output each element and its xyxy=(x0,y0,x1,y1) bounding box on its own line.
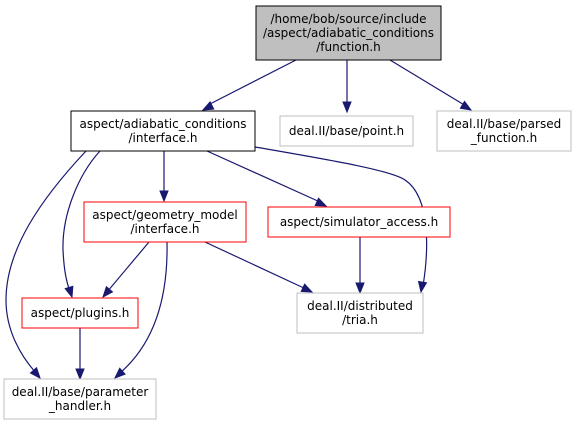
node-label-line: /tria.h xyxy=(342,313,378,327)
node-label-line: deal.II/distributed xyxy=(307,299,413,313)
edge-arrowhead xyxy=(342,101,352,114)
node-label-line: _function.h xyxy=(470,131,537,145)
node-tria-h[interactable]: deal.II/distributed/tria.h xyxy=(296,292,424,334)
node-label-line: /interface.h xyxy=(131,222,200,236)
node-box[interactable] xyxy=(3,378,157,420)
edge-function_h-to-ac_interface_h xyxy=(201,59,297,111)
edge-simulator_access_h-to-tria_h xyxy=(355,237,365,295)
edge-arrowhead xyxy=(300,283,314,293)
node-label-line: /function.h xyxy=(316,40,380,54)
node-label-line: aspect/adiabatic_conditions xyxy=(80,117,247,131)
edge-line xyxy=(204,241,307,290)
edge-function_h-to-point_h xyxy=(342,60,352,114)
node-label-line: aspect/plugins.h xyxy=(31,306,130,320)
edge-gm_interface_h-to-tria_h xyxy=(204,241,314,293)
edge-arrowhead xyxy=(114,367,126,379)
node-box[interactable] xyxy=(83,201,247,243)
edge-arrowhead xyxy=(75,368,85,381)
edge-plugins_h-to-parameter_handler_h xyxy=(75,328,85,381)
node-box[interactable] xyxy=(279,115,414,147)
node-label-line: aspect/simulator_access.h xyxy=(280,215,438,229)
edge-line xyxy=(5,150,87,374)
node-label-line: _handler.h xyxy=(48,399,111,413)
node-label-line: /aspect/adiabatic_conditions xyxy=(263,26,434,40)
node-point-h[interactable]: deal.II/base/point.h xyxy=(279,115,414,147)
edge-line xyxy=(207,59,297,106)
edges-layer xyxy=(5,59,473,381)
node-box[interactable] xyxy=(21,297,139,329)
nodes-layer: /home/bob/source/include/aspect/adiabati… xyxy=(3,5,572,420)
node-gm-interface-h[interactable]: aspect/geometry_model/interface.h xyxy=(83,201,247,243)
edge-gm_interface_h-to-parameter_handler_h xyxy=(114,241,168,379)
edge-arrowhead xyxy=(102,285,114,299)
node-label-line: deal.II/base/parameter xyxy=(12,385,149,399)
node-label-line: /home/bob/source/include xyxy=(270,12,426,26)
node-box[interactable] xyxy=(296,292,424,334)
node-plugins-h[interactable]: aspect/plugins.h xyxy=(21,297,139,329)
node-label-line: deal.II/base/parsed xyxy=(447,117,561,131)
edge-ac_interface_h-to-parameter_handler_h xyxy=(5,150,87,380)
edge-arrowhead xyxy=(64,285,74,299)
edge-arrowhead xyxy=(314,197,328,207)
node-box[interactable] xyxy=(267,206,451,238)
edge-arrowhead xyxy=(459,100,473,111)
edge-line xyxy=(206,150,321,203)
edge-ac_interface_h-to-plugins_h xyxy=(62,150,101,299)
edge-line xyxy=(106,241,150,293)
edge-line xyxy=(119,241,168,374)
edge-ac_interface_h-to-tria_h xyxy=(254,146,428,294)
node-ac-interface-h[interactable]: aspect/adiabatic_conditions/interface.h xyxy=(70,110,256,152)
node-box[interactable] xyxy=(436,110,572,152)
edge-ac_interface_h-to-gm_interface_h xyxy=(159,151,169,203)
node-label-line: /interface.h xyxy=(129,131,198,145)
edge-line xyxy=(62,150,101,293)
edge-ac_interface_h-to-simulator_access_h xyxy=(206,150,328,207)
edge-arrowhead xyxy=(355,282,365,295)
edge-line xyxy=(389,59,467,107)
edge-arrowhead xyxy=(159,190,169,203)
edge-arrowhead xyxy=(417,280,428,294)
node-label-line: deal.II/base/point.h xyxy=(289,124,404,138)
node-function-h[interactable]: /home/bob/source/include/aspect/adiabati… xyxy=(255,5,442,61)
edge-gm_interface_h-to-plugins_h xyxy=(102,241,150,299)
edge-line xyxy=(254,146,428,287)
edge-function_h-to-parsed_function_h xyxy=(389,59,473,111)
node-parameter-handler-h[interactable]: deal.II/base/parameter_handler.h xyxy=(3,378,157,420)
node-parsed-function-h[interactable]: deal.II/base/parsed_function.h xyxy=(436,110,572,152)
edge-arrowhead xyxy=(201,101,215,111)
edge-arrowhead xyxy=(29,366,41,380)
node-box[interactable] xyxy=(70,110,256,152)
node-simulator-access-h[interactable]: aspect/simulator_access.h xyxy=(267,206,451,238)
node-label-line: aspect/geometry_model xyxy=(92,208,237,222)
node-box[interactable] xyxy=(255,5,442,61)
